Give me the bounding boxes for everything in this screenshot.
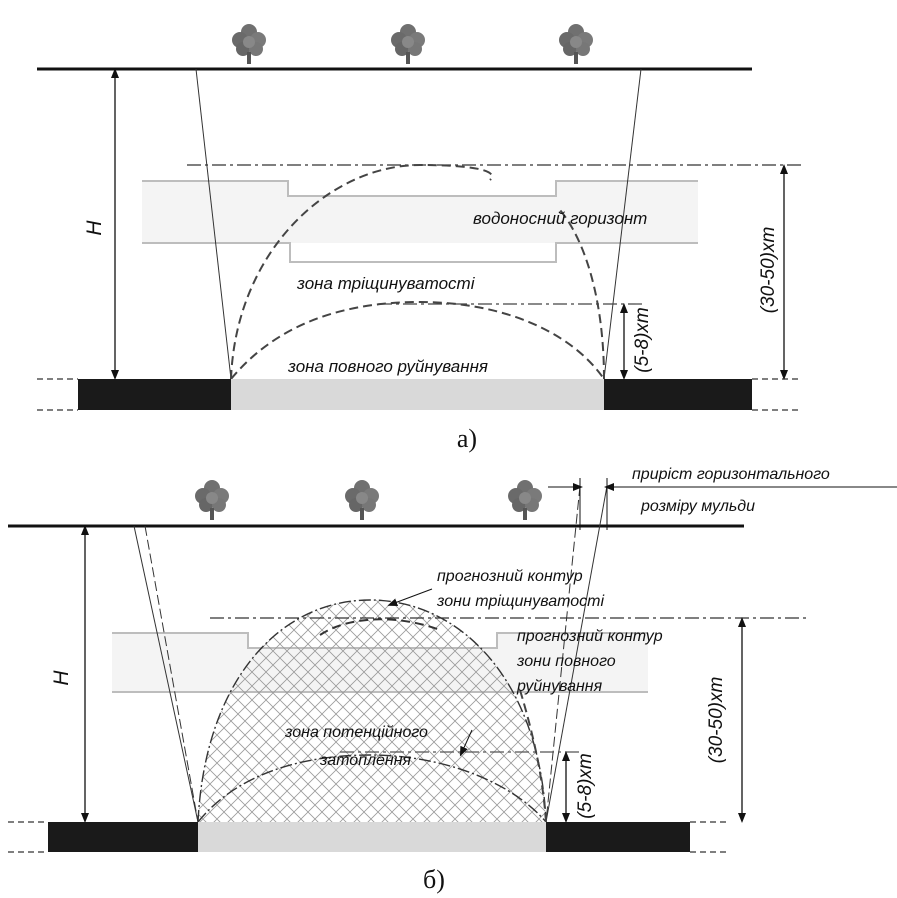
collapse-height-label: (5-8)хт bbox=[632, 307, 653, 372]
subsidence-boundary-left bbox=[133, 525, 199, 823]
mined-out-space bbox=[198, 822, 546, 852]
tree-icon bbox=[195, 480, 229, 520]
panel-a: H (30-50)хт (5-8)хт водоносний горизонт … bbox=[37, 24, 805, 453]
tree-icon bbox=[345, 480, 379, 520]
forecast-collapse-label-1: прогнозний контур bbox=[517, 628, 663, 645]
forecast-fracture-label-2: зони тріщинуватості bbox=[436, 593, 605, 610]
forecast-collapse-label-3: руйнування bbox=[516, 678, 603, 695]
subsidence-boundary-right bbox=[545, 485, 608, 823]
potential-flooding-zone bbox=[198, 600, 546, 822]
fracture-height-label: (30-50)хт bbox=[706, 677, 727, 764]
increment-label-line-1: приріст горизонтального bbox=[632, 466, 830, 483]
flood-zone-label-2: затоплення bbox=[319, 752, 412, 769]
subsidence-boundary-right bbox=[603, 68, 642, 380]
coal-seam-left bbox=[78, 379, 231, 410]
coal-seam-left bbox=[48, 822, 198, 852]
panel-b: H (30-50)хт (5-8)хт приріст горизонтальн… bbox=[8, 466, 897, 894]
tree-icon bbox=[232, 24, 266, 64]
flood-zone-label-1: зона потенційного bbox=[284, 724, 428, 741]
forecast-fracture-label-1: прогнозний контур bbox=[437, 568, 583, 585]
depth-label: H bbox=[83, 220, 106, 236]
panel-a-caption: а) bbox=[457, 424, 477, 453]
tree-icon bbox=[391, 24, 425, 64]
tree-icon bbox=[559, 24, 593, 64]
tree-icon bbox=[508, 480, 542, 520]
forecast-collapse-contour bbox=[197, 754, 547, 823]
coal-seam-right bbox=[546, 822, 690, 852]
aquifer-layer bbox=[142, 181, 698, 262]
forecast-collapse-label-2: зони повного bbox=[516, 653, 616, 670]
fracture-height-label: (30-50)хт bbox=[758, 227, 779, 314]
mined-out-space bbox=[231, 379, 604, 410]
subsidence-boundary-left bbox=[195, 68, 232, 380]
depth-label: H bbox=[50, 670, 73, 686]
collapse-height-label: (5-8)хт bbox=[575, 753, 596, 818]
collapse-zone-arc bbox=[230, 300, 605, 380]
collapse-zone-label: зона повного руйнування bbox=[287, 357, 488, 376]
fracture-zone-label: зона тріщинуватості bbox=[296, 274, 476, 293]
increment-label-line-2: розміру мульди bbox=[640, 498, 755, 515]
fracture-zone-arc bbox=[230, 163, 493, 380]
panel-b-caption: б) bbox=[423, 865, 445, 894]
forecast-fracture-contour bbox=[197, 599, 547, 823]
coal-seam-right bbox=[604, 379, 752, 410]
aquifer-label: водоносний горизонт bbox=[473, 209, 647, 228]
